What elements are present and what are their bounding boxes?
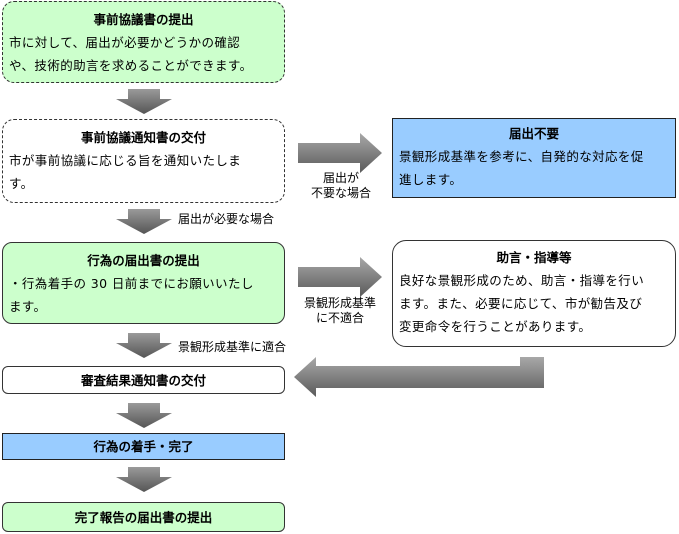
box-consultation-notice: 事前協議通知書の交付 市が事前協議に応じる旨を通知いたしま す。 bbox=[2, 119, 285, 203]
right-arrow bbox=[298, 257, 382, 297]
box-title: 助言・指導等 bbox=[496, 250, 572, 265]
box-line: ます。 bbox=[9, 299, 47, 314]
down-arrow bbox=[116, 209, 172, 234]
box-title: 審査結果通知書の交付 bbox=[80, 372, 206, 388]
label-line: 届出が bbox=[322, 171, 359, 185]
label-line: 景観形成基準 bbox=[303, 296, 376, 310]
box-review-result: 審査結果通知書の交付 bbox=[2, 366, 285, 394]
box-completion-report: 完了報告の届出書の提出 bbox=[2, 502, 285, 532]
box-title: 完了報告の届出書の提出 bbox=[74, 509, 213, 525]
box-advice: 助言・指導等 良好な景観形成のため、助言・指導を行い ます。また、必要に応じて、… bbox=[392, 240, 676, 347]
box-line: ます。また、必要に応じて、市が勧告及び bbox=[399, 296, 643, 311]
box-title: 届出不要 bbox=[508, 126, 559, 141]
box-start-complete: 行為の着手・完了 bbox=[2, 433, 285, 460]
box-line: 景観形成基準を参考に、自発的な対応を促 bbox=[399, 149, 644, 164]
box-title: 行為の届出書の提出 bbox=[87, 253, 200, 268]
box-title: 行為の着手・完了 bbox=[93, 439, 194, 454]
box-line: 市が事前協議に応じる旨を通知いたしま bbox=[9, 153, 242, 168]
box-line: 良好な景観形成のため、助言・指導を行い bbox=[399, 273, 645, 288]
return-arrow bbox=[294, 357, 544, 397]
box-line: や、技術的助言を求めることができます。 bbox=[9, 58, 253, 73]
label-line: 不要な場合 bbox=[310, 186, 371, 200]
down-arrow bbox=[116, 333, 172, 358]
box-title: 事前協議書の提出 bbox=[93, 12, 194, 27]
box-line: 変更命令を行うことがあります。 bbox=[399, 319, 592, 334]
label-line: に不適合 bbox=[315, 311, 364, 325]
down-arrow bbox=[116, 403, 172, 428]
box-title: 事前協議通知書の交付 bbox=[80, 130, 206, 145]
box-line: ・行為着手の 30 日前までにお願いいたし bbox=[9, 276, 254, 291]
label-not-required: 届出が 不要な場合 bbox=[300, 171, 382, 201]
right-arrow bbox=[298, 133, 382, 173]
label-conforming: 景観形成基準に適合 bbox=[178, 340, 287, 354]
down-arrow bbox=[116, 467, 172, 492]
box-notification: 行為の届出書の提出 ・行為着手の 30 日前までにお願いいたし ます。 bbox=[2, 242, 285, 324]
box-not-required: 届出不要 景観形成基準を参考に、自発的な対応を促 進します。 bbox=[392, 118, 676, 198]
box-line: 市に対して、届出が必要かどうかの確認 bbox=[9, 35, 241, 50]
down-arrow bbox=[116, 89, 172, 114]
label-nonconforming: 景観形成基準 に不適合 bbox=[296, 296, 384, 326]
label-required: 届出が必要な場合 bbox=[178, 212, 275, 226]
box-line: す。 bbox=[9, 176, 34, 191]
box-line: 進します。 bbox=[399, 172, 463, 187]
box-prior-consultation: 事前協議書の提出 市に対して、届出が必要かどうかの確認 や、技術的助言を求めるこ… bbox=[2, 1, 285, 83]
